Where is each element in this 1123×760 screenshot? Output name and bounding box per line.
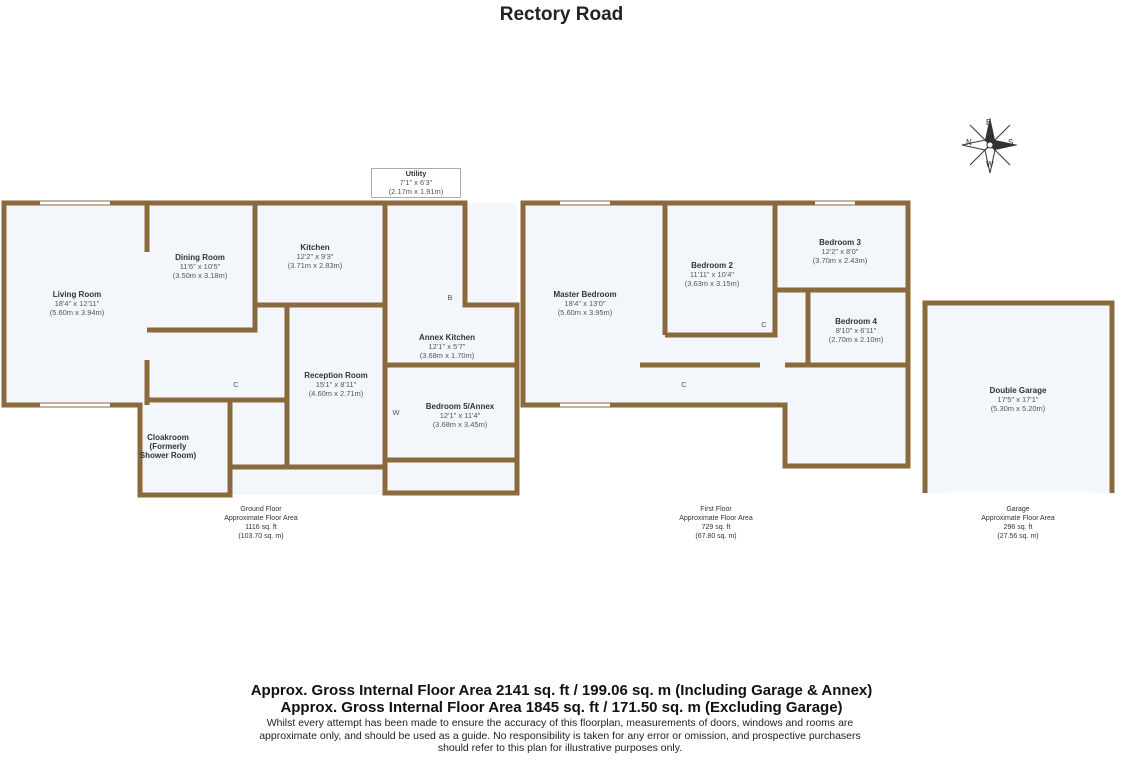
boiler-marker: B (447, 293, 453, 302)
cupboard-marker: C (761, 320, 767, 329)
cupboard-marker: C (681, 380, 687, 389)
walls (1, 200, 1115, 498)
cupboard-marker: C (233, 380, 239, 389)
disclaimer: Whilst every attempt has been made to en… (259, 717, 861, 754)
room-cloakroom: Cloakroom (Formerly Shower Room) (139, 433, 197, 460)
plan-title: Rectory Road (499, 4, 624, 25)
wardrobe-marker: W (392, 408, 400, 417)
gross-area-excluding: Approx. Gross Internal Floor Area 1845 s… (280, 699, 843, 716)
gross-area-including: Approx. Gross Internal Floor Area 2141 s… (250, 682, 873, 699)
compass-icon (961, 117, 1018, 174)
compass-labels: N E S W (966, 118, 1014, 169)
